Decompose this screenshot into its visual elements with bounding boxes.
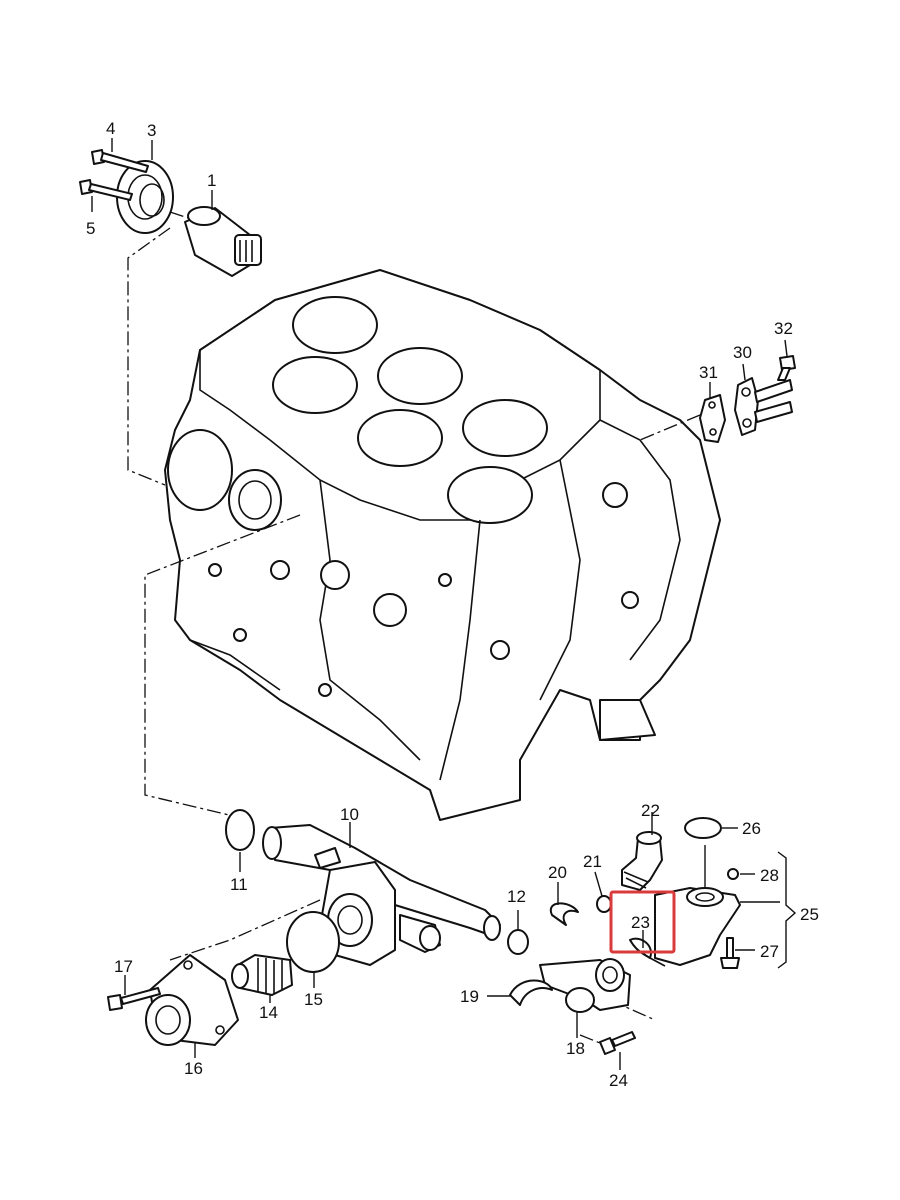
part-30-bracket xyxy=(734,377,793,436)
part-26-gasket xyxy=(684,817,722,839)
part-28-o-ring xyxy=(727,868,739,880)
callout-23: 23 xyxy=(631,913,650,932)
part-14-thermostat xyxy=(231,954,293,996)
part-20-clip xyxy=(549,902,579,926)
part-15-o-ring xyxy=(286,911,340,973)
part-18-connector xyxy=(539,958,631,1013)
callout-27: 27 xyxy=(760,942,779,961)
callout-15: 15 xyxy=(304,990,323,1009)
callout-16: 16 xyxy=(184,1059,203,1078)
callout-31: 31 xyxy=(699,363,718,382)
part-12-o-ring xyxy=(507,929,529,955)
callout-32: 32 xyxy=(774,319,793,338)
callout-12: 12 xyxy=(507,887,526,906)
callout-22: 22 xyxy=(641,801,660,820)
part-3-flange xyxy=(116,160,174,234)
part-25-flange-assembly xyxy=(629,887,741,967)
part-27-bolt xyxy=(720,937,740,969)
callout-21: 21 xyxy=(583,852,602,871)
callout-25: 25 xyxy=(800,905,819,924)
part-11-o-ring xyxy=(225,809,255,851)
callout-3: 3 xyxy=(147,121,156,140)
part-22-sensor xyxy=(621,831,663,891)
callout-28: 28 xyxy=(760,866,779,885)
callout-26: 26 xyxy=(742,819,761,838)
callout-19: 19 xyxy=(460,987,479,1006)
part-5-bolt xyxy=(79,179,133,201)
callout-24: 24 xyxy=(609,1071,628,1090)
part-21-ring xyxy=(596,895,612,913)
part-31-gasket xyxy=(699,394,726,443)
highlight-box xyxy=(609,890,676,954)
part-24-bolt xyxy=(599,1031,636,1055)
part-32-bolt xyxy=(777,355,796,381)
part-17-bolt xyxy=(107,987,161,1011)
engine-block xyxy=(164,269,721,821)
callout-4: 4 xyxy=(106,119,115,138)
callout-numbers: 1 3 4 5 10 11 12 14 15 16 17 18 19 20 21… xyxy=(86,119,819,1090)
callout-20: 20 xyxy=(548,863,567,882)
part-1-sensor xyxy=(184,206,262,277)
callout-30: 30 xyxy=(733,343,752,362)
part-16-cover xyxy=(145,954,239,1046)
leader-lines xyxy=(91,138,797,1070)
part-10-coolant-pipe xyxy=(262,824,501,966)
callout-11: 11 xyxy=(230,875,248,894)
callout-17: 17 xyxy=(114,957,133,976)
callout-14: 14 xyxy=(259,1003,278,1022)
part-19-clip xyxy=(509,979,553,1006)
part-4-bolt xyxy=(91,149,149,173)
callout-18: 18 xyxy=(566,1039,585,1058)
callout-1: 1 xyxy=(207,171,216,190)
callout-10: 10 xyxy=(340,805,359,824)
callout-5: 5 xyxy=(86,219,95,238)
